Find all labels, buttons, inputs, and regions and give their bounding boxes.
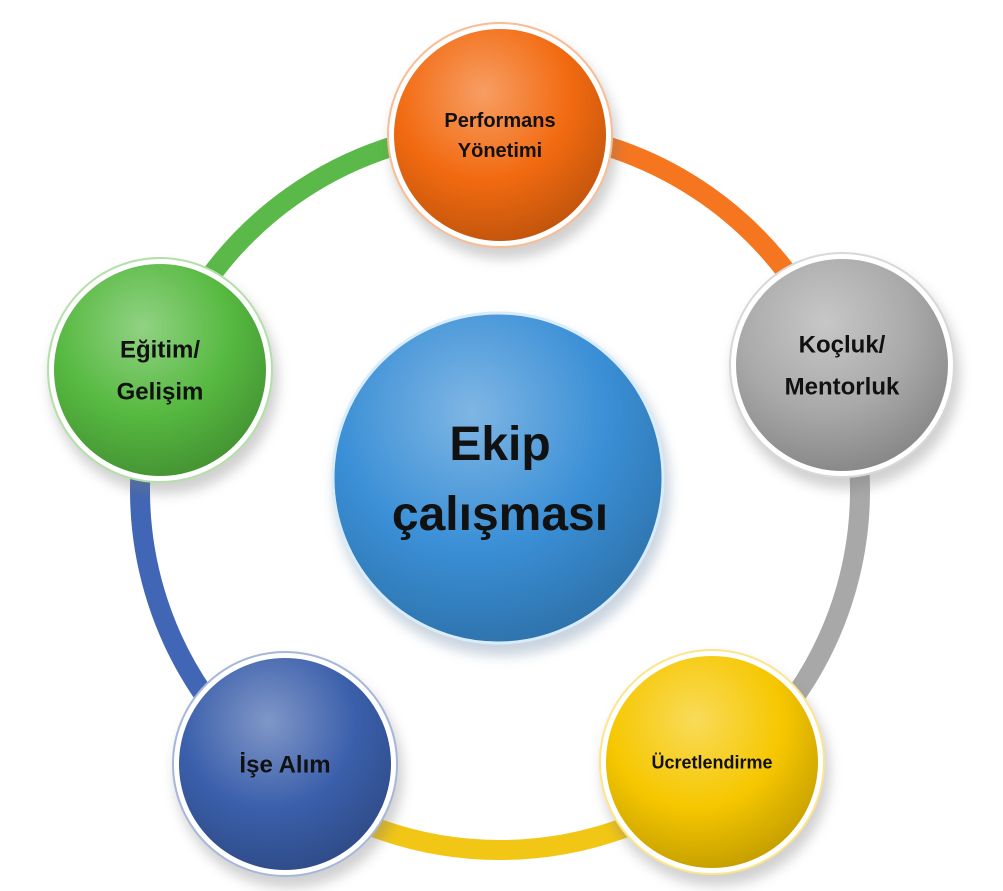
center-label-line-2: çalışması (392, 488, 608, 541)
node-training-development: Eğitim/ Gelişim (47, 257, 278, 494)
node-label-line-1: İşe Alım (239, 751, 330, 778)
node-circle (736, 259, 948, 471)
node-label-line-1: Performans (444, 110, 555, 132)
center-node: Ekip çalışması (331, 311, 670, 656)
node-label-line-2: Yönetimi (458, 140, 542, 162)
node-circle (54, 264, 266, 476)
center-node-circle (331, 311, 665, 645)
node-label-line-1: Koçluk/ (799, 331, 886, 358)
node-label-line-2: Mentorluk (785, 373, 900, 400)
node-circle (606, 656, 818, 868)
node-label-line-2: Gelişim (117, 378, 204, 405)
node-label-line-1: Ücretlendirme (651, 752, 772, 772)
node-coaching-mentoring: Koçluk/ Mentorluk (729, 252, 960, 489)
node-circle (394, 29, 606, 241)
node-circle (179, 658, 391, 870)
node-recruitment: İşe Alım (172, 651, 403, 888)
center-label-line-1: Ekip (449, 418, 550, 471)
node-compensation: Ücretlendirme (599, 649, 830, 886)
node-label-line-1: Eğitim/ (120, 336, 200, 363)
node-performance-management: Performans Yönetimi (387, 22, 618, 259)
